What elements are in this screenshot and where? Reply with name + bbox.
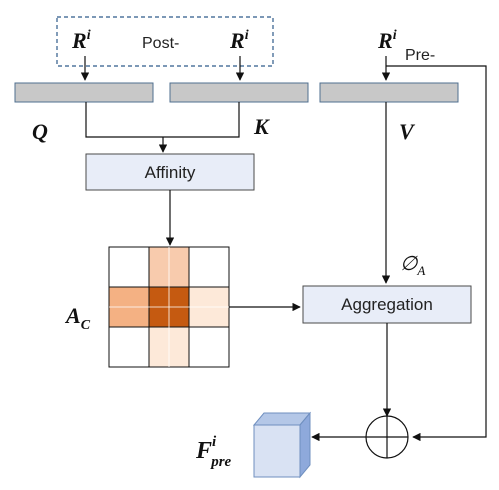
map-cell (149, 247, 169, 287)
pre-label: Pre- (405, 47, 435, 64)
output-cube-icon (252, 411, 312, 479)
map-cell (109, 307, 149, 327)
map-cell (109, 327, 149, 367)
query-feature-bar (14, 82, 154, 103)
post-label: Post- (142, 35, 179, 52)
k-label: K (253, 114, 270, 139)
post-r-right-label: Ri (229, 28, 249, 53)
affinity-label: Affinity (145, 163, 196, 182)
ac-label: AC (64, 303, 91, 333)
map-cell (189, 327, 229, 367)
map-cell (189, 247, 229, 287)
map-cell (169, 307, 189, 327)
map-cell (169, 327, 189, 367)
aggregation-label: Aggregation (341, 295, 433, 314)
map-cell (169, 247, 189, 287)
map-cell (189, 287, 229, 307)
residual-connection-line (386, 65, 487, 442)
qk-merge-line (85, 102, 240, 138)
pre-r-label: Ri (377, 28, 397, 53)
value-feature-bar (319, 82, 459, 103)
key-feature-bar (169, 82, 309, 103)
map-cell (109, 287, 149, 307)
aggregation-box (302, 285, 472, 324)
post-r-left-label: Ri (71, 28, 91, 53)
criss-cross-attention-map (108, 246, 230, 368)
affinity-box (85, 153, 255, 191)
q-label: Q (32, 119, 48, 144)
post-input-group (56, 16, 274, 67)
map-cell (149, 327, 169, 367)
v-label: V (399, 119, 416, 144)
sum-node (365, 415, 409, 459)
map-cell (189, 307, 229, 327)
map-cell (149, 307, 169, 327)
map-cell (109, 247, 149, 287)
map-cell (169, 287, 189, 307)
map-cell (149, 287, 169, 307)
phi-a-label: ∅A (400, 253, 425, 278)
